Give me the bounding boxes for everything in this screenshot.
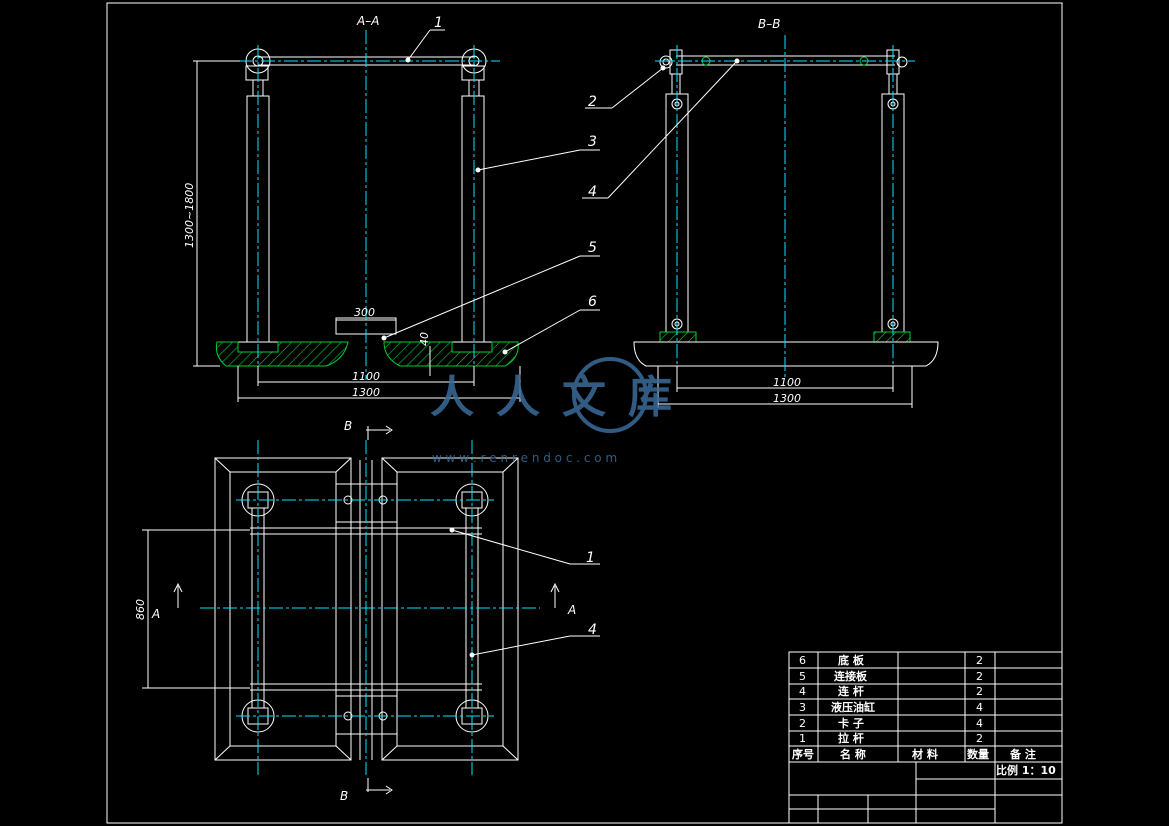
section-aa-title: A–A bbox=[356, 14, 379, 28]
dim-1100-a: 1100 bbox=[352, 370, 380, 383]
bom-row: 3 液压油缸 4 bbox=[799, 700, 983, 714]
bom-row-no: 1 bbox=[799, 732, 806, 745]
dim-1100-b: 1100 bbox=[773, 376, 801, 389]
balloon-aa-3: 3 bbox=[588, 134, 597, 150]
dim-860: 860 bbox=[134, 599, 147, 620]
bom-row-name: 液压油缸 bbox=[831, 700, 875, 714]
balloon-bb-2: 2 bbox=[588, 94, 597, 110]
bom-row-qty: 4 bbox=[976, 717, 983, 730]
bom-row: 5 连接板 2 bbox=[799, 669, 983, 683]
bom-row-no: 3 bbox=[799, 701, 806, 714]
bom-row: 6 底 板 2 bbox=[799, 653, 983, 667]
bom-row-name: 拉 杆 bbox=[838, 731, 864, 745]
balloon-aa-5: 5 bbox=[588, 240, 597, 256]
dim-height-range: 1300~1800 bbox=[183, 183, 196, 248]
watermark: 人人文库 w w w . r e n r e n d o c . c o m bbox=[430, 357, 694, 465]
bom-row-no: 4 bbox=[799, 685, 806, 698]
section-bb-view: B–B bbox=[582, 17, 939, 408]
bom-row-name: 连 杆 bbox=[838, 684, 864, 698]
bom-row: 1 拉 杆 2 bbox=[799, 731, 983, 745]
bom-row-no: 2 bbox=[799, 717, 806, 730]
bom-row: 4 连 杆 2 bbox=[799, 684, 983, 698]
bom-row: 2 卡 子 4 bbox=[799, 716, 983, 730]
bom-header-no: 序号 bbox=[792, 747, 814, 761]
bom-row-name: 连接板 bbox=[834, 669, 868, 683]
section-bb-title: B–B bbox=[758, 17, 780, 31]
watermark-logo-ring bbox=[572, 357, 648, 433]
dim-1300-b: 1300 bbox=[773, 392, 801, 405]
bom-header-name: 名 称 bbox=[840, 747, 866, 761]
balloon-plan-1: 1 bbox=[586, 550, 595, 566]
watermark-brand: 人人文库 bbox=[430, 372, 694, 423]
balloon-aa-1: 1 bbox=[434, 15, 443, 31]
bom-row-name: 底 板 bbox=[838, 653, 865, 667]
bom-header-note: 备 注 bbox=[1009, 747, 1036, 761]
bom-row-qty: 2 bbox=[976, 732, 983, 745]
bom-header: 序号 名 称 材 料 数量 备 注 bbox=[792, 747, 1036, 761]
bom-row-qty: 2 bbox=[976, 654, 983, 667]
section-mark-a-left: A bbox=[151, 607, 160, 621]
bom-row-name: 卡 子 bbox=[838, 716, 864, 730]
bom-row-qty: 2 bbox=[976, 670, 983, 683]
dim-300: 300 bbox=[354, 306, 375, 319]
dim-1300-a: 1300 bbox=[352, 386, 380, 399]
bom-row-qty: 4 bbox=[976, 701, 983, 714]
balloon-bb-4: 4 bbox=[588, 184, 597, 200]
section-mark-b-bottom: B bbox=[340, 789, 348, 803]
bom-header-material: 材 料 bbox=[912, 747, 938, 761]
drawing-frame bbox=[106, 2, 1063, 824]
section-aa-view: A–A bbox=[183, 14, 600, 402]
section-mark-a-right: A bbox=[567, 603, 576, 617]
balloon-aa-6: 6 bbox=[588, 294, 597, 310]
section-mark-b-top: B bbox=[344, 419, 352, 433]
balloon-plan-4: 4 bbox=[588, 622, 597, 638]
bom-header-qty: 数量 bbox=[967, 747, 989, 761]
bom-scale-label: 比例 1：10 bbox=[996, 763, 1056, 777]
dim-40: 40 bbox=[418, 332, 431, 346]
bom-row-no: 5 bbox=[799, 670, 806, 683]
plan-view: B B A A 860 1 4 bbox=[134, 419, 600, 803]
watermark-url: w w w . r e n r e n d o c . c o m bbox=[432, 451, 617, 465]
bom-table: 6 底 板 2 5 连接板 2 4 连 杆 2 3 液压油缸 4 2 卡 子 4 bbox=[788, 651, 1063, 824]
bom-row-qty: 2 bbox=[976, 685, 983, 698]
bom-row-no: 6 bbox=[799, 654, 806, 667]
